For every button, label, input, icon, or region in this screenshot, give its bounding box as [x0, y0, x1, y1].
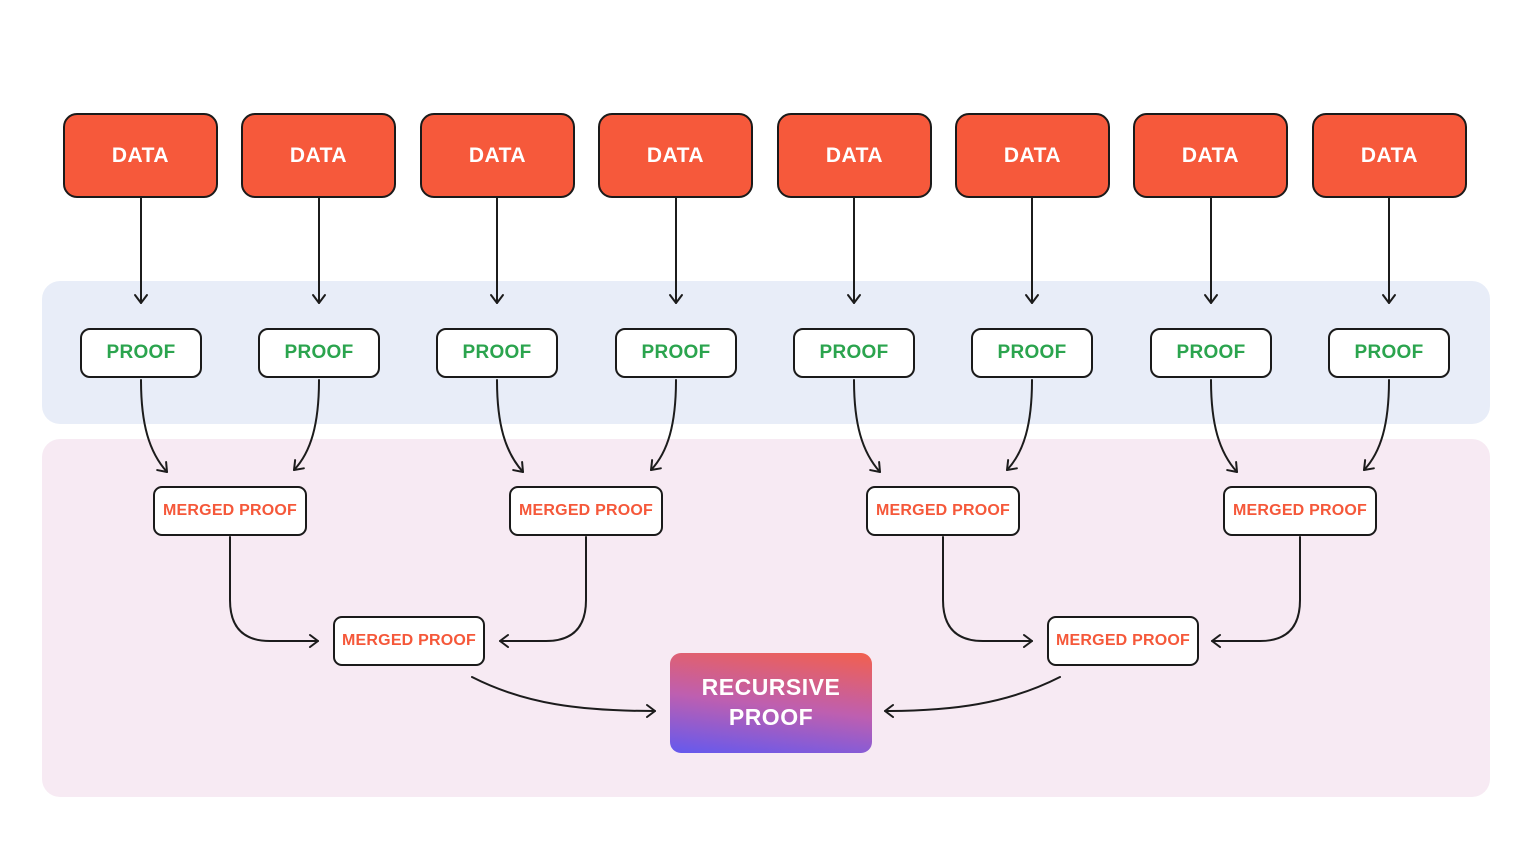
data-node-2: DATA [241, 113, 396, 198]
data-node-5: DATA [777, 113, 932, 198]
proof-node-8: PROOF [1328, 328, 1450, 378]
proof-node-6: PROOF [971, 328, 1093, 378]
recursive-proof-node: RECURSIVE PROOF [670, 653, 872, 753]
data-node-8: DATA [1312, 113, 1467, 198]
data-node-3: DATA [420, 113, 575, 198]
proof-node-2: PROOF [258, 328, 380, 378]
data-node-6: DATA [955, 113, 1110, 198]
merged-proof-node-1: MERGED PROOF [153, 486, 307, 536]
data-node-7: DATA [1133, 113, 1288, 198]
proof-node-1: PROOF [80, 328, 202, 378]
merged-proof-node-6: MERGED PROOF [1047, 616, 1199, 666]
proof-node-3: PROOF [436, 328, 558, 378]
merged-proof-node-5: MERGED PROOF [333, 616, 485, 666]
data-node-4: DATA [598, 113, 753, 198]
proof-node-5: PROOF [793, 328, 915, 378]
data-node-1: DATA [63, 113, 218, 198]
merged-proof-node-3: MERGED PROOF [866, 486, 1020, 536]
proof-node-7: PROOF [1150, 328, 1272, 378]
merged-proof-node-4: MERGED PROOF [1223, 486, 1377, 536]
merged-proof-node-2: MERGED PROOF [509, 486, 663, 536]
proof-node-4: PROOF [615, 328, 737, 378]
